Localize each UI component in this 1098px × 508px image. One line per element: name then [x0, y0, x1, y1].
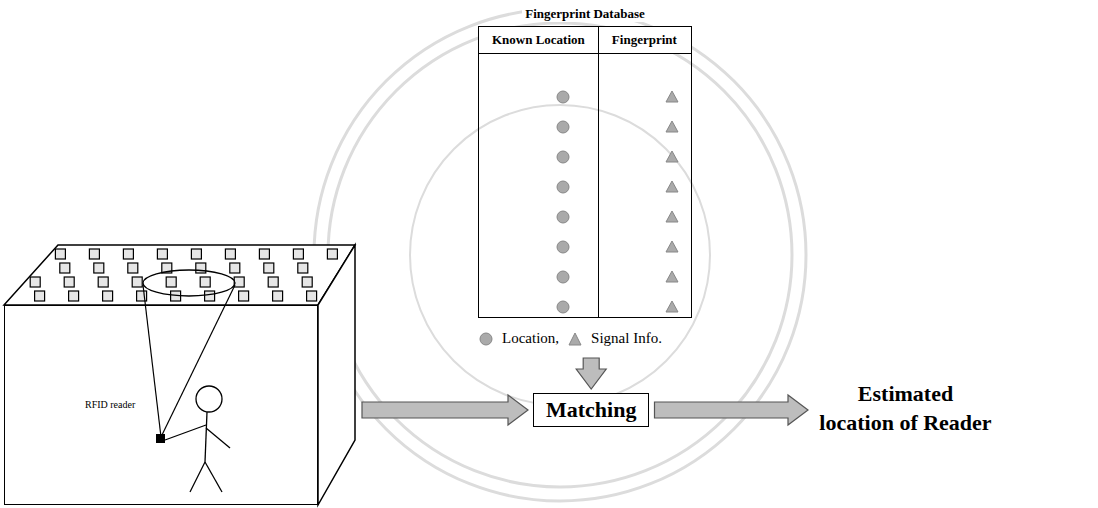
rfid-tag [196, 263, 206, 273]
rfid-tag [98, 277, 108, 287]
table-heading: Fingerprint Database [522, 6, 648, 22]
legend-triangle [567, 331, 583, 347]
location-dot [557, 211, 569, 223]
result-text: Estimated location of Reader [818, 380, 993, 437]
header-cell: Known Location [479, 27, 598, 53]
rfid-tag [230, 263, 240, 273]
rfid-tag [268, 277, 278, 287]
rfid-tag [234, 277, 244, 287]
result-label: Estimated location of Reader [818, 380, 993, 437]
rfid-tag [64, 277, 74, 287]
rfid-tag [298, 263, 308, 273]
rfid-tag [55, 249, 65, 259]
legend-text: Signal Info. [589, 330, 664, 347]
table-header: Known LocationFingerprint [479, 27, 691, 54]
rfid-tag [307, 291, 317, 301]
column-divider [598, 27, 599, 317]
signal-triangle [666, 211, 678, 222]
signal-triangle [666, 271, 678, 282]
rfid-tag [264, 263, 274, 273]
rfid-tag [60, 263, 70, 273]
legend-dot [478, 331, 494, 347]
rfid-tag [200, 277, 210, 287]
block-arrow [655, 395, 809, 425]
location-dot [557, 301, 569, 313]
rfid-tag [166, 277, 176, 287]
rfid-tag [273, 291, 283, 301]
database-table: Fingerprint DatabaseKnown LocationFinger… [478, 6, 692, 318]
signal-triangle [666, 181, 678, 192]
rfid-tag [30, 277, 40, 287]
rfid-tag [123, 249, 133, 259]
rfid-tag [89, 249, 99, 259]
room-box: RFID reader [4, 305, 318, 505]
location-dot [557, 91, 569, 103]
legend-text: Location, [500, 330, 561, 347]
signal-triangle [666, 241, 678, 252]
rfid-tag [128, 263, 138, 273]
location-dot [557, 151, 569, 163]
block-arrow [576, 358, 606, 389]
location-dot [557, 241, 569, 253]
signal-triangle [666, 301, 678, 312]
signal-triangle [666, 121, 678, 132]
rfid-tag [293, 249, 303, 259]
rfid-tag [205, 291, 215, 301]
location-dot [557, 181, 569, 193]
location-dot [557, 271, 569, 283]
rfid-tag [327, 249, 337, 259]
process-label: Matching [546, 397, 636, 423]
location-dot [557, 121, 569, 133]
rfid-tag [35, 291, 45, 301]
process-box: Matching [533, 393, 649, 427]
signal-triangle [666, 151, 678, 162]
rfid-tag [157, 249, 167, 259]
rfid-tag [103, 291, 113, 301]
table-frame: Known LocationFingerprint [478, 26, 692, 318]
signal-triangle [666, 91, 678, 102]
block-arrow [362, 395, 528, 425]
rfid-tag [191, 249, 201, 259]
rfid-tag [94, 263, 104, 273]
header-cell: Fingerprint [598, 27, 691, 53]
reader-label: RFID reader [85, 399, 135, 410]
rfid-tag [302, 277, 312, 287]
rfid-tag [259, 249, 269, 259]
rfid-tag [239, 291, 249, 301]
rfid-tag [132, 277, 142, 287]
legend: Location, Signal Info. [478, 330, 664, 347]
table-markers [479, 59, 690, 317]
rfid-tag [69, 291, 79, 301]
rfid-tag [225, 249, 235, 259]
